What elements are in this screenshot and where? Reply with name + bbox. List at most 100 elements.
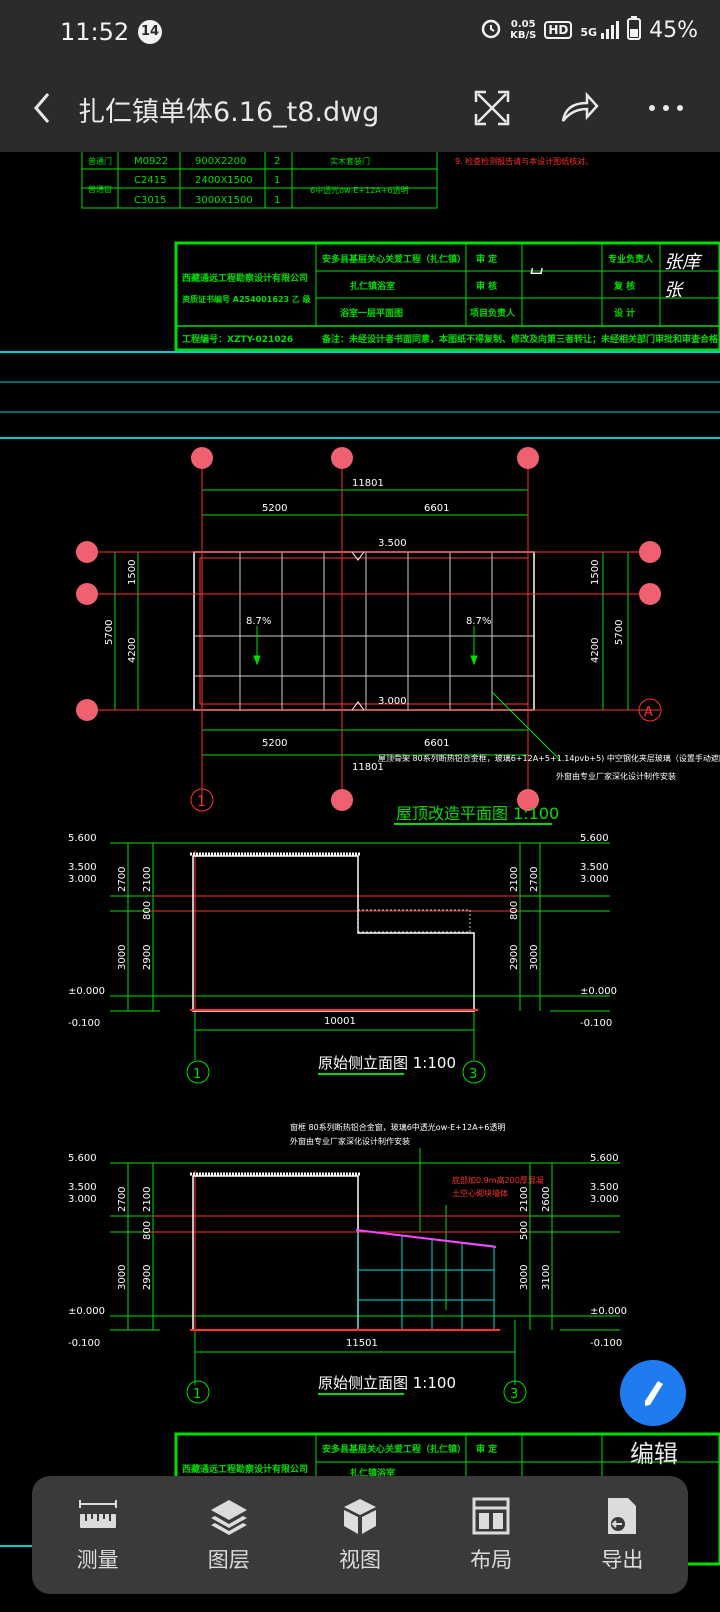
- notification-badge: 14: [138, 20, 162, 44]
- dim-label: 500: [519, 1221, 530, 1240]
- dim-label: 800: [142, 1221, 153, 1240]
- dim-label: 3000: [519, 1265, 530, 1290]
- table-label-door: 普通门: [88, 156, 112, 166]
- battery-icon: [627, 16, 642, 44]
- svg-text:张: 张: [664, 280, 685, 301]
- label-design: 设 计: [614, 307, 635, 319]
- title-block: [174, 241, 720, 352]
- dim-label: 6601: [424, 503, 449, 514]
- level-label: 3.000: [68, 1194, 97, 1205]
- label-specialty: 专业负责人: [608, 253, 654, 265]
- slope-label: 8.7%: [466, 616, 491, 627]
- alarm-icon: [480, 17, 502, 43]
- dim-label: 1500: [590, 560, 601, 585]
- layout-label: 布局: [470, 1548, 513, 1572]
- dim-label: 800: [142, 901, 153, 920]
- label-proofread: 复 核: [613, 280, 635, 292]
- title-bar: 扎仁镇单体6.16_t8.dwg: [0, 66, 720, 152]
- layers-button[interactable]: 图层: [174, 1496, 284, 1574]
- axis-label: 1: [193, 1067, 201, 1082]
- table-cell: 900X2200: [195, 156, 246, 167]
- level-label: ±0.000: [68, 1306, 105, 1317]
- layout-icon: [472, 1497, 510, 1535]
- table-cell: M0922: [134, 156, 168, 167]
- view-label: 视图: [338, 1548, 381, 1572]
- cert-number: 资质证书编号 A254001623 乙 级: [182, 294, 312, 304]
- level-label: -0.100: [580, 1018, 612, 1029]
- level-label: 5.600: [68, 833, 97, 844]
- dim-label: 5700: [104, 620, 115, 645]
- measure-button[interactable]: 测量: [43, 1496, 153, 1574]
- axis-label: 3: [510, 1387, 518, 1402]
- fullscreen-button[interactable]: [468, 84, 516, 132]
- cube-icon: [343, 1499, 376, 1534]
- pencil-icon: [645, 1381, 663, 1406]
- edit-label: 编辑: [630, 1440, 678, 1468]
- dim-label: 5200: [262, 738, 287, 749]
- axis-label: 1: [193, 1387, 201, 1402]
- project-name: 安多县基层关心关爱工程（扎仁镇）: [322, 1443, 466, 1455]
- dim-label: 2700: [117, 867, 128, 892]
- dim-label: 11801: [352, 762, 384, 773]
- dim-label: 1500: [127, 560, 138, 585]
- level-label: 3.000: [68, 874, 97, 885]
- company-name: 西藏通远工程勘察设计有限公司: [182, 1463, 308, 1475]
- level-label: -0.100: [68, 1018, 100, 1029]
- door-window-table: [81, 152, 438, 209]
- clock: 11:52: [60, 18, 130, 46]
- edit-button[interactable]: [620, 1360, 686, 1426]
- table-cell: 1: [274, 195, 280, 206]
- share-icon: [561, 91, 599, 122]
- elevation-note: 外窗由专业厂家深化设计制作安装: [290, 1136, 410, 1146]
- dim-label: 2700: [117, 1187, 128, 1212]
- door-type: 实木套装门: [330, 156, 370, 166]
- dim-label: 4200: [127, 638, 138, 663]
- label-check: 审 定: [476, 253, 498, 265]
- level-label: 3.500: [590, 1182, 619, 1193]
- signature-stamps: ␣ 张庠 张: [530, 252, 703, 301]
- dim-label: 2900: [142, 945, 153, 970]
- hd-icon: HD: [544, 21, 573, 39]
- table-cell: 1: [274, 175, 280, 186]
- export-button[interactable]: 导出: [567, 1496, 677, 1574]
- dim-label: 3000: [117, 945, 128, 970]
- dim-label: 3000: [529, 945, 540, 970]
- export-label: 导出: [601, 1548, 644, 1572]
- roof-plan: 1 A 11801 5200 6601 5200 6601 11801 3.50…: [76, 447, 720, 825]
- export-icon: [608, 1498, 637, 1534]
- back-button[interactable]: [22, 86, 62, 130]
- axis-label: 3: [469, 1067, 477, 1082]
- note-9: 9. 检查检测报告请与本设计图纸核对。: [455, 156, 593, 166]
- elevation-title: 原始侧立面图 1:100: [318, 1054, 456, 1072]
- layout-button[interactable]: 布局: [436, 1496, 546, 1574]
- frame-lines: [0, 351, 720, 439]
- elevation-note: 土空心砌块墙体: [452, 1188, 508, 1198]
- project-name: 安多县基层关心关爱工程（扎仁镇）: [322, 253, 466, 265]
- fullscreen-icon: [474, 90, 510, 126]
- drawing-canvas[interactable]: 普通门 普通窗 M0922 900X2200 2 C2415 2400X1500…: [0, 152, 720, 1612]
- label-review: 审 核: [476, 280, 497, 292]
- elevation-note: 底部加0.9m高200厚混凝: [452, 1175, 544, 1185]
- level-label: 5.600: [590, 1153, 619, 1164]
- more-button[interactable]: [642, 84, 690, 132]
- level-label: 3.500: [68, 1182, 97, 1193]
- share-button[interactable]: [556, 84, 604, 132]
- dim-label: 5700: [614, 620, 625, 645]
- svg-text:␣: ␣: [530, 254, 544, 275]
- level-label: -0.100: [68, 1338, 100, 1349]
- dim-label: 2100: [142, 867, 153, 892]
- svg-text:张庠: 张庠: [664, 252, 703, 273]
- dim-label: 800: [509, 901, 520, 920]
- table-cell: 3000X1500: [195, 195, 253, 206]
- plan-note: 外窗由专业厂家深化设计制作安装: [556, 771, 676, 781]
- bottom-toolbar: 测量 图层 视图 布局 导出: [32, 1476, 688, 1594]
- disclaimer-note: 备注：未经设计者书面同意，本图纸不得复制、修改及向第三者转让；未经相关部门审批和…: [321, 333, 720, 345]
- view-button[interactable]: 视图: [305, 1496, 415, 1574]
- level-label: 3.500: [378, 538, 407, 549]
- dim-label: 4200: [590, 638, 601, 663]
- project-number: 工程编号：XZTY-021026: [182, 333, 293, 345]
- subproject-name: 扎仁镇浴室: [350, 280, 395, 292]
- back-arrow-icon: [34, 93, 50, 123]
